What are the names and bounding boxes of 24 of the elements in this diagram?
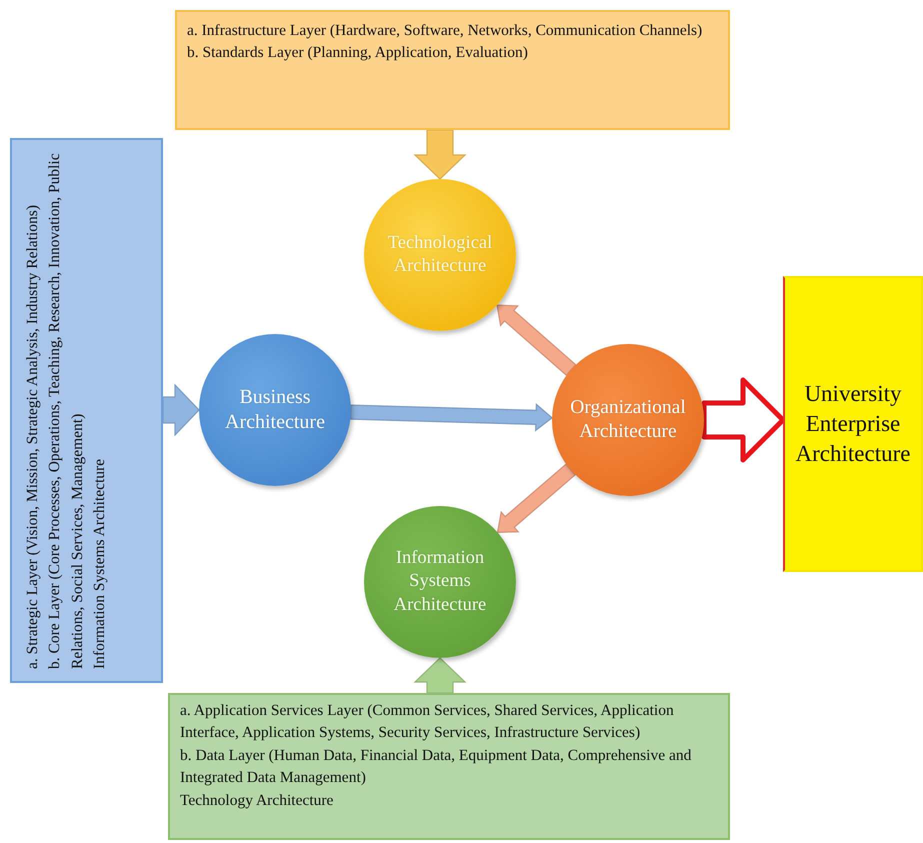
block-arrow [414, 657, 466, 694]
node-label: Organizational Architecture [569, 396, 687, 444]
layer-description: a. Application Services Layer (Common Services, Shared Services, Application Interface, Application Systems, Security Services, Infrastructure Services) [180, 701, 675, 744]
block-arrow [350, 403, 553, 432]
layer-box [168, 693, 730, 840]
layer-box [10, 138, 163, 683]
block-arrow [496, 304, 576, 376]
layer-description: a. Infrastructure Layer (Hardware, Software, Networks, Communication Channels) [187, 21, 704, 41]
block-arrow [496, 463, 576, 534]
node-label: Business Architecture [224, 385, 326, 435]
block-arrow [162, 384, 200, 436]
node-label: Technological Architecture [386, 232, 494, 278]
layer-description: b. Core Layer (Core Processes, Operations, Teaching, Research, Innovation, Public Relations, Social Services, Management) [45, 152, 87, 669]
node-label: Information Systems Architecture [392, 547, 488, 617]
block-arrow [414, 129, 466, 180]
layer-box [175, 10, 730, 130]
layer-description: b. Data Layer (Human Data, Financial Data, Equipment Data, Comprehensive and Integrated Data Management) [180, 746, 692, 788]
result-box [783, 276, 923, 572]
node-label: University Enterprise Architecture [794, 380, 912, 468]
layer-description: Technology Architecture [180, 790, 334, 811]
layer-description: a. Strategic Layer (Vision, Mission, Strategic Analysis, Industry Relations) [23, 204, 42, 669]
block-arrow [702, 378, 786, 462]
layer-description: Information Systems Architecture [90, 458, 110, 669]
layer-description: b. Standards Layer (Planning, Application, Evaluation) [187, 43, 529, 64]
